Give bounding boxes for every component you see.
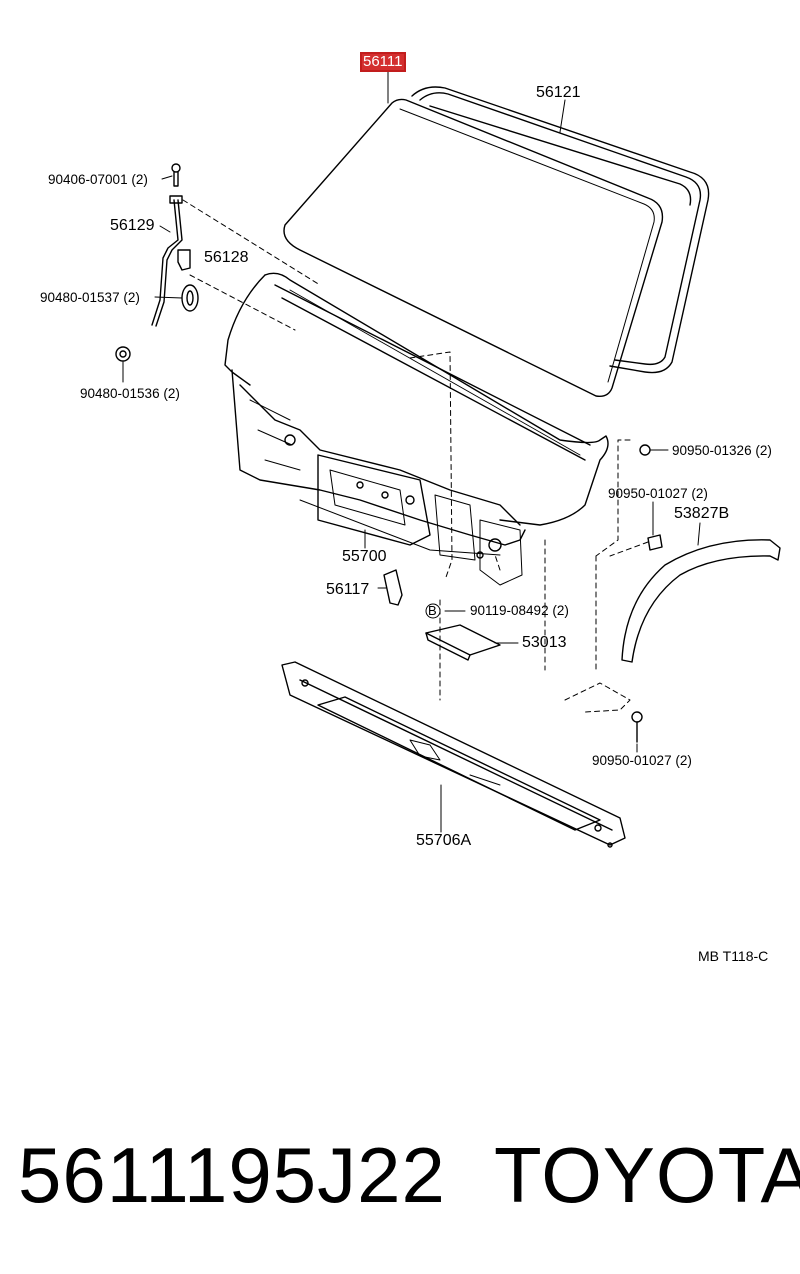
assembly-lines [182, 199, 649, 713]
callout-90950-01326: 90950-01326 (2) [672, 443, 772, 458]
back-glass-56111 [283, 98, 664, 398]
clip-90950-01326 [639, 444, 651, 456]
callout-56117: 56117 [326, 581, 370, 598]
callout-90406-07001: 90406-07001 (2) [48, 172, 148, 187]
callout-55706a: 55706A [416, 832, 472, 849]
part-number: 5611195J22 [18, 1131, 446, 1219]
brand-name: TOYOTA [494, 1131, 800, 1219]
callout-55700: 55700 [342, 548, 387, 565]
bolt-90406-07001 [171, 163, 181, 187]
callout-90950-01027-upper: 90950-01027 (2) [608, 486, 708, 501]
stay-56129 [151, 195, 183, 327]
parts-diagram [115, 69, 781, 848]
callout-90480-01536: 90480-01536 (2) [80, 386, 180, 401]
clip-90950-01027-upper [647, 534, 663, 551]
diagram-code: MB T118-C [698, 948, 769, 964]
callout-90119-08492: 90119-08492 (2) [470, 603, 569, 618]
cap-90480-01536 [115, 346, 131, 362]
lower-panel-55706a [281, 661, 626, 848]
weatherstrip-56121 [411, 86, 710, 374]
grommet-90480-01537 [181, 284, 199, 312]
callout-56121: 56121 [536, 84, 581, 101]
callout-56128: 56128 [204, 249, 249, 266]
callout-90950-01027-lower: 90950-01027 (2) [592, 753, 692, 768]
callout-53827b: 53827B [674, 505, 730, 522]
callout-56129: 56129 [110, 217, 155, 234]
reinforcement-53013 [425, 624, 501, 661]
marker-b: B [428, 603, 437, 618]
callout-53013: 53013 [522, 634, 567, 651]
callout-90480-01537: 90480-01537 (2) [40, 290, 140, 305]
garnish-56117 [383, 569, 403, 606]
leader-lines [122, 69, 701, 833]
clip-90950-01027-lower [631, 711, 643, 743]
back-door-panel-55700 [224, 272, 609, 586]
callout-56111: 56111 [360, 52, 406, 72]
moulding-53827b [621, 539, 781, 663]
bracket-56128 [177, 249, 191, 271]
